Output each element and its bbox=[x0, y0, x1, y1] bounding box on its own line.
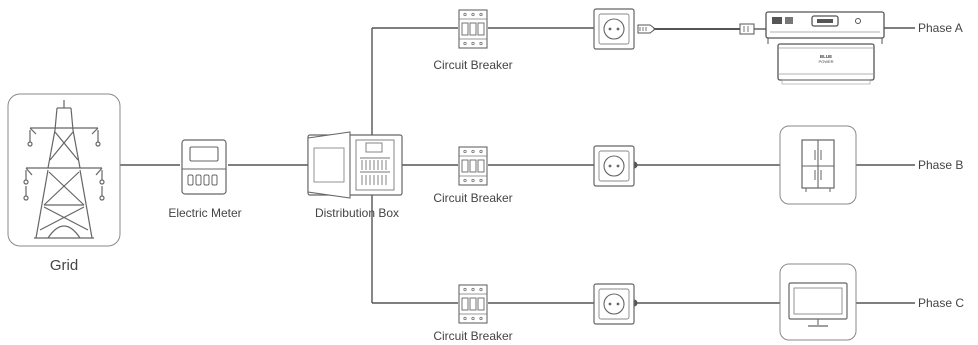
branch-a: Circuit Breaker bbox=[433, 8, 963, 85]
electric-meter-node: Electric Meter bbox=[168, 139, 242, 220]
wall-outlet-icon bbox=[593, 283, 635, 325]
electric-meter-label: Electric Meter bbox=[168, 206, 241, 220]
power-station-brand-line2: POWER bbox=[818, 59, 833, 64]
portable-power-station-icon: BLUE POWER bbox=[765, 11, 885, 85]
circuit-breaker-label-c: Circuit Breaker bbox=[433, 329, 512, 343]
phase-c-label: Phase C bbox=[918, 296, 964, 310]
distribution-box-node: Distribution Box bbox=[307, 131, 403, 220]
grid-node: Grid bbox=[7, 93, 121, 274]
phase-a-label: Phase A bbox=[918, 21, 963, 35]
circuit-breaker-label-b: Circuit Breaker bbox=[433, 191, 512, 205]
power-tower-icon bbox=[23, 100, 105, 239]
branch-b: Circuit Breaker Phase B bbox=[433, 125, 963, 205]
television-icon bbox=[779, 263, 857, 341]
circuit-breaker-icon bbox=[458, 284, 488, 324]
distribution-box-label: Distribution Box bbox=[315, 206, 399, 220]
distribution-box-icon bbox=[307, 131, 403, 199]
circuit-breaker-icon bbox=[458, 146, 488, 186]
power-cable-icon bbox=[637, 23, 768, 35]
circuit-breaker-label-a: Circuit Breaker bbox=[433, 58, 512, 72]
phase-b-label: Phase B bbox=[918, 158, 963, 172]
branch-c: Circuit Breaker Phase C bbox=[433, 263, 964, 343]
refrigerator-icon bbox=[779, 125, 857, 205]
wall-outlet-icon bbox=[593, 8, 635, 50]
electric-meter-icon bbox=[181, 139, 227, 195]
grid-panel bbox=[7, 93, 121, 247]
circuit-breaker-icon bbox=[458, 9, 488, 49]
power-station-brand-line1: BLUE bbox=[820, 54, 832, 59]
wall-outlet-icon bbox=[593, 145, 635, 187]
grid-label: Grid bbox=[50, 257, 78, 274]
